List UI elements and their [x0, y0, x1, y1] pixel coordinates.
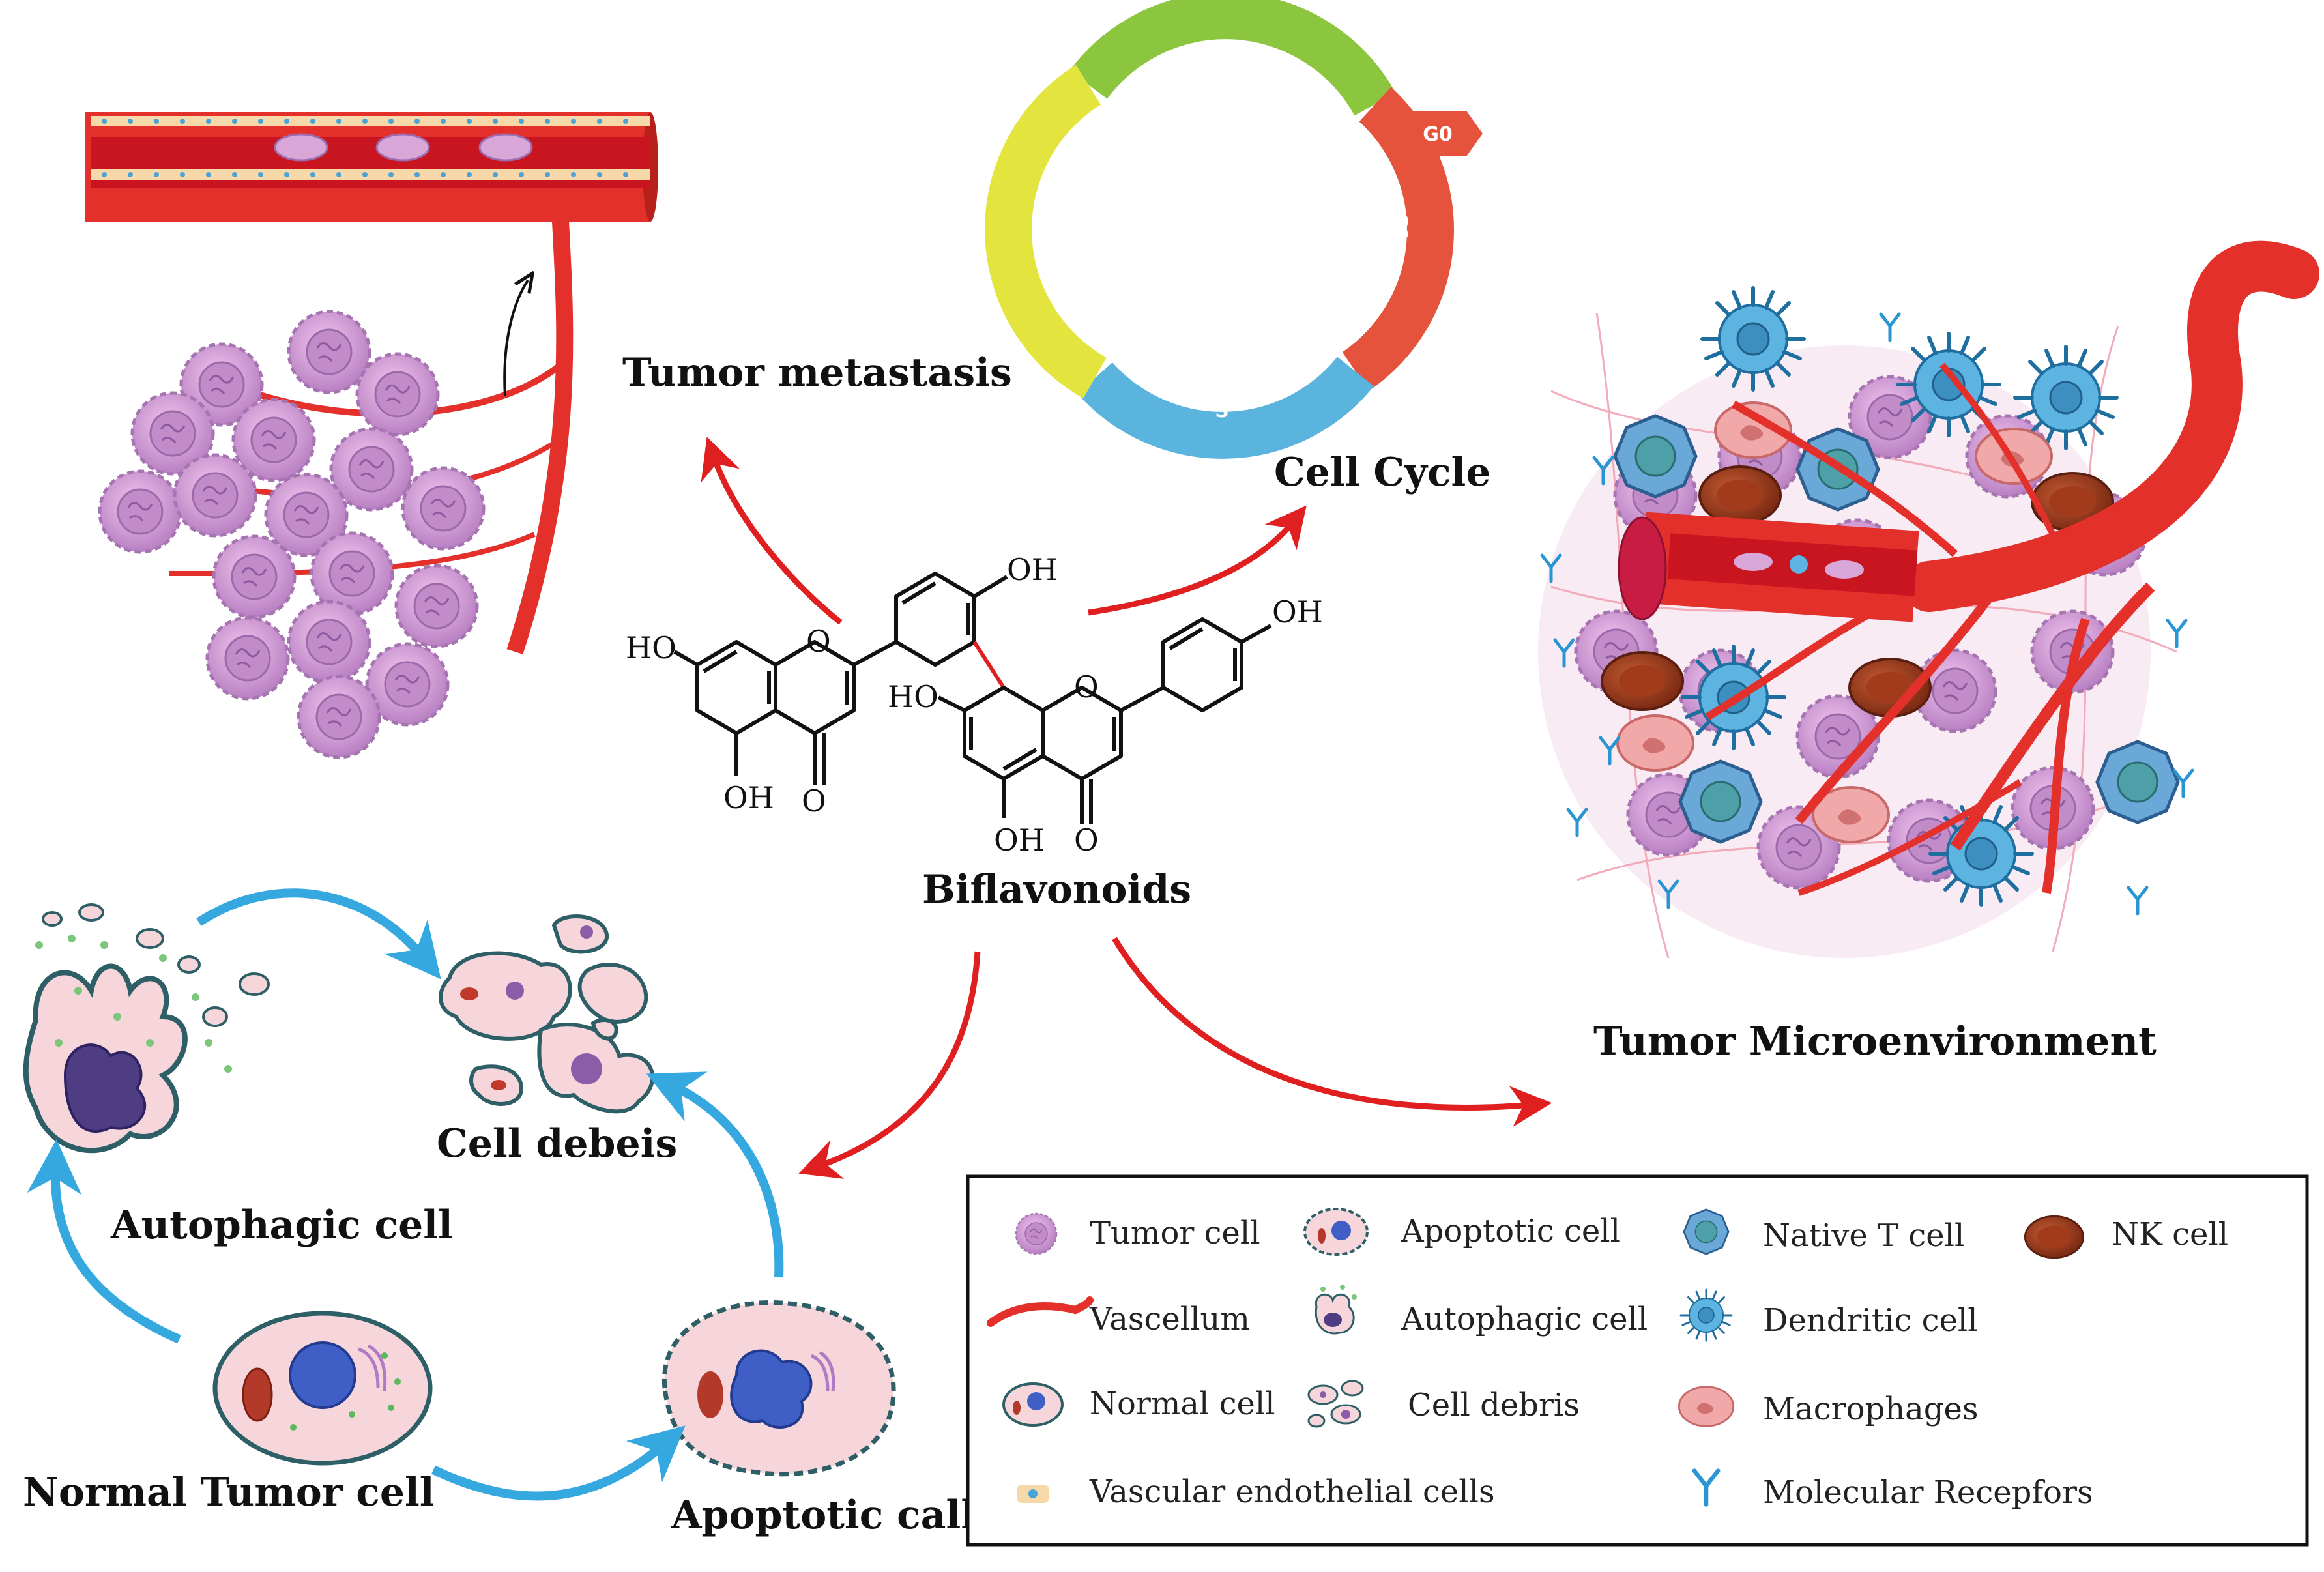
- phase-m-arc: [1069, 0, 1396, 116]
- legend-label-vascular-endothelial: Vascular endothelial cells: [1089, 1474, 1495, 1510]
- g0-tab: [1388, 111, 1483, 156]
- phase-g2-arc: [985, 65, 1107, 399]
- atom-o-right-ketone: O: [1074, 822, 1099, 858]
- atom-oh-left-bottom: OH: [723, 780, 774, 815]
- normal-cell-icon: [1002, 1382, 1064, 1427]
- legend: Tumor cell Vascellum Normal cell Vascula…: [966, 1174, 2309, 1547]
- normal-tumor-cell-label: Normal Tumor cell: [23, 1470, 435, 1515]
- vascular-endothelial-cell-icon: [1017, 1485, 1049, 1503]
- biflavonoids-label: Biflavonoids: [922, 867, 1191, 912]
- legend-label-macrophages: Macrophages: [1763, 1391, 1979, 1427]
- atom-ho-left: HO: [626, 630, 676, 665]
- legend-label-autophagic-cell: Autophagic cell: [1401, 1301, 1648, 1337]
- macrophage-icon: [1678, 1386, 1735, 1427]
- native-t-cell-icon: [1683, 1208, 1730, 1255]
- cell-death-illustration: [23, 888, 896, 1501]
- cell-cycle-ring: M G1 S G2 G0: [985, 0, 1483, 459]
- tumor-cell-icon: [1015, 1212, 1058, 1255]
- tumor-microenvironment-illustration: [1538, 240, 2319, 959]
- cell-cycle-label: Cell Cycle: [1274, 450, 1491, 495]
- atom-ho-middle: HO: [888, 679, 938, 714]
- legend-label-nk-cell: NK cell: [2112, 1216, 2228, 1253]
- atom-o-left-ketone: O: [802, 783, 826, 819]
- blue-arrows: [27, 888, 784, 1501]
- vascellum-icon: [987, 1296, 1094, 1327]
- atom-oh-right-bottom: OH: [994, 822, 1045, 858]
- phase-g1-label: G1: [1388, 212, 1411, 242]
- arrow-normal-to-autophagic: [27, 1139, 181, 1344]
- arrow-to-microenvironment: [1112, 937, 1552, 1128]
- phase-m-label: M: [1212, 40, 1232, 63]
- phase-g2-label: G2: [1041, 212, 1064, 242]
- atom-oh-right: OH: [1272, 594, 1323, 630]
- autophagic-cell-icon: [1315, 1285, 1357, 1335]
- arrow-apoptotic-to-debris: [646, 1071, 784, 1278]
- nk-cell-icon: [2024, 1215, 2085, 1259]
- legend-label-vascellum: Vascellum: [1089, 1301, 1250, 1337]
- arrow-to-cell-cycle: [1088, 505, 1307, 616]
- apoptotic-cell-icon: [1303, 1208, 1369, 1256]
- arrow-autophagic-to-debris: [196, 888, 441, 980]
- tumor-metastasis-label: Tumor metastasis: [622, 350, 1012, 396]
- metastasis-illustration: [85, 112, 658, 757]
- atom-o-left-ring: O: [806, 624, 831, 659]
- phase-s-arc: [1077, 357, 1374, 459]
- tumor-cluster: [100, 312, 484, 757]
- cell-debris-label: Cell debeis: [437, 1121, 677, 1167]
- autophagic-cell-label: Autophagic cell: [110, 1202, 453, 1248]
- legend-label-native-t-cell: Native T cell: [1763, 1217, 1964, 1254]
- legend-label-dendritic-cell: Dendritic cell: [1763, 1302, 1978, 1339]
- tumor-microenvironment-label: Tumor Microenvironment: [1593, 1019, 2157, 1064]
- arrow-to-metastasis: [701, 437, 843, 625]
- cell-debris-cluster: [439, 914, 655, 1114]
- atom-o-right-ring: O: [1074, 669, 1099, 705]
- dendritic-cell-icon: [1679, 1288, 1733, 1342]
- legend-label-normal-cell: Normal cell: [1090, 1386, 1275, 1422]
- molecule-atom-labels: OH HO OH O O OH HO O O OH: [626, 552, 1323, 858]
- legend-label-molecular-receptors: Molecular Recepfors: [1763, 1474, 2093, 1511]
- phase-s-label: S: [1215, 400, 1229, 422]
- apoptotic-call-label: Apoptotic call: [671, 1492, 976, 1538]
- arrow-to-cell-death: [798, 951, 981, 1179]
- red-arrows: [701, 437, 1552, 1179]
- metastasis-arrow: [503, 280, 528, 397]
- phase-g0-label: G0: [1423, 123, 1453, 146]
- biflavonoid-structure: [673, 572, 1272, 824]
- legend-label-apoptotic-cell: Apoptotic cell: [1401, 1213, 1620, 1249]
- arrow-normal-to-apoptotic: [431, 1425, 686, 1501]
- legend-label-tumor-cell: Tumor cell: [1090, 1215, 1260, 1251]
- atom-oh-top: OH: [1007, 552, 1058, 587]
- cell-debris-icon: [1307, 1380, 1364, 1428]
- legend-label-cell-debris: Cell debris: [1408, 1387, 1580, 1423]
